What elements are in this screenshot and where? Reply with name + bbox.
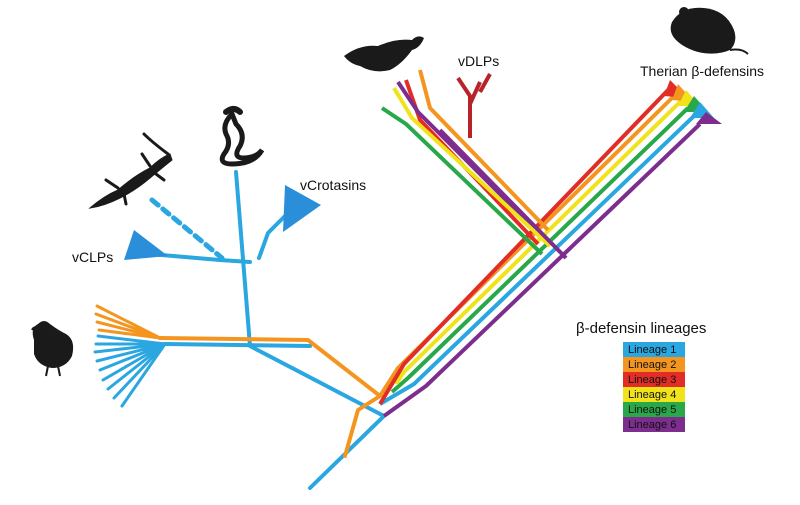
legend-item-lineage-5: Lineage 5	[628, 404, 676, 416]
lineage-6-main	[382, 122, 702, 418]
monotreme-lineage-3	[404, 79, 540, 246]
vclps-to-trunk	[218, 258, 252, 264]
legend-item-lineage-6: Lineage 6	[628, 419, 676, 431]
legend-swatch-lineage-3	[623, 372, 685, 387]
platypus-icon	[344, 36, 424, 72]
lineage-legend: β-defensin lineages Lineage 1 Lineage 2 …	[576, 320, 706, 432]
lineage-4-main	[394, 98, 684, 386]
lineage-2-main	[378, 92, 678, 398]
legend-item-lineage-1: Lineage 1	[628, 344, 676, 356]
monotreme-lineage-4	[392, 86, 552, 248]
mammal-lineage-bundle	[378, 69, 722, 418]
lizard-dashed-branch	[149, 197, 225, 261]
lineage-1-main	[378, 114, 696, 406]
vcrotasins-label: vCrotasins	[300, 177, 366, 193]
monotreme-lineage-5	[380, 106, 544, 256]
legend-swatch-lineage-6	[623, 417, 685, 432]
legend-item-lineage-4: Lineage 4	[628, 389, 676, 401]
lineage-3-main	[378, 86, 672, 406]
lizard-icon	[88, 132, 173, 209]
vcrotasins-clade-triangle	[283, 185, 321, 232]
vclps-label: vCLPs	[72, 249, 113, 265]
monotreme-lineage-6b	[438, 128, 568, 260]
therian-label: Therian β-defensins	[640, 63, 764, 79]
monotreme-lineage-6	[396, 80, 546, 240]
chicken-icon	[31, 321, 74, 377]
legend-title: β-defensin lineages	[576, 320, 706, 337]
vdlps-branch	[456, 76, 472, 138]
legend-swatch-lineage-5	[623, 402, 685, 417]
legend-item-lineage-3: Lineage 3	[628, 374, 676, 386]
monotreme-lineage-2	[418, 69, 550, 232]
vdlps-label: vDLPs	[458, 53, 499, 69]
lineage-1-trunk	[234, 170, 386, 490]
legend-swatch-lineage-4	[623, 387, 685, 402]
legend-swatch-lineage-2	[623, 357, 685, 372]
lineage-5-main	[390, 106, 690, 394]
legend-swatch-lineage-1	[623, 342, 685, 357]
legend-item-lineage-2: Lineage 2	[628, 359, 676, 371]
bird-lineage-1-branch	[163, 342, 312, 348]
snake-icon	[219, 106, 265, 167]
rat-icon	[670, 7, 749, 55]
therian-lineage-6-fan	[696, 112, 722, 124]
reptile-bird-clade	[93, 170, 386, 490]
vclps-clade-triangle	[124, 230, 168, 260]
